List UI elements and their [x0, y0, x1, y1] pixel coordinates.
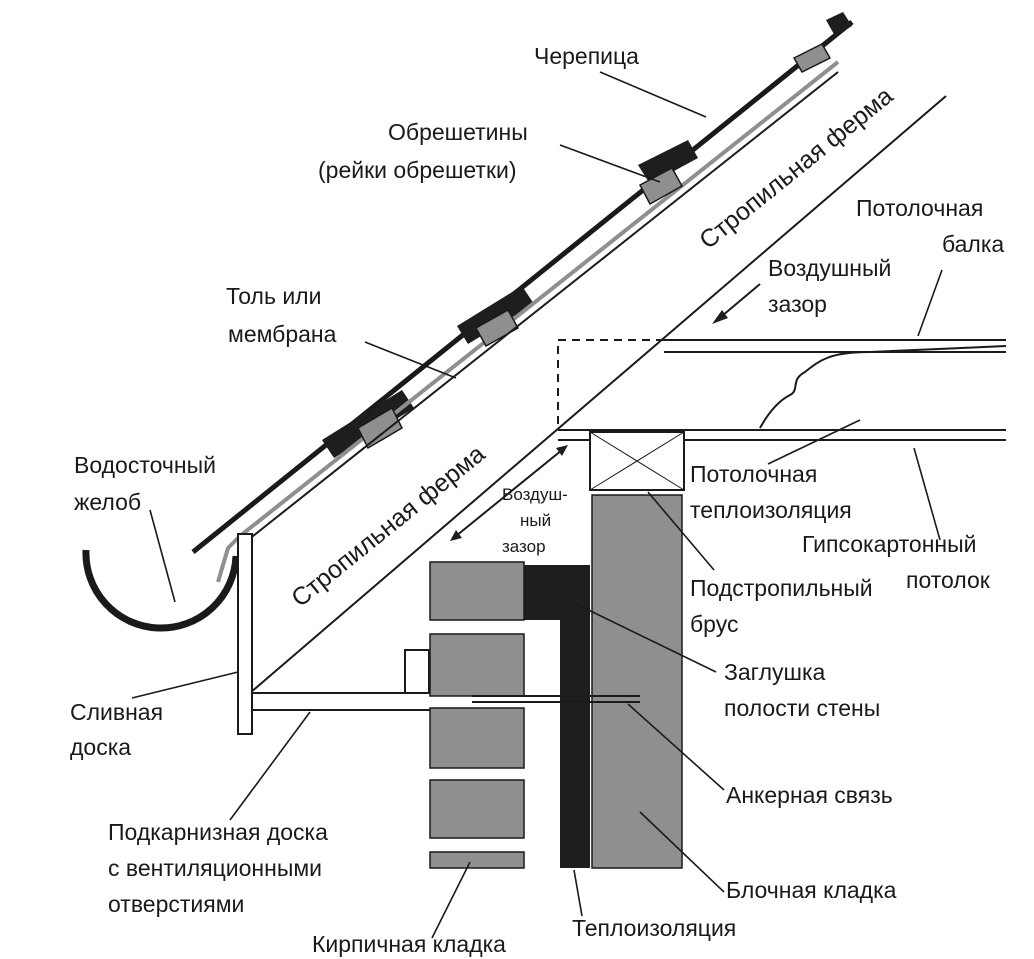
label-slivnaya-line1: Сливная — [70, 699, 163, 725]
label-zaglushka-line1: Заглушка — [724, 659, 826, 685]
brick-2 — [429, 633, 525, 697]
label-podstropilny-line1: Подстропильный — [690, 575, 873, 601]
wall-assembly — [429, 494, 683, 869]
wall-plate-x2 — [589, 431, 685, 491]
roof-tile-block-2 — [638, 140, 698, 184]
label-zaglushka-line2: полости стены — [724, 695, 880, 721]
brick-4 — [429, 779, 525, 839]
gutter-assembly — [82, 533, 430, 735]
label-tol-line2: мембрана — [228, 321, 337, 347]
leader-teploizolyatsiya — [573, 869, 583, 917]
rafter-top-line — [247, 71, 839, 541]
air-arrow-lower-head-1 — [556, 445, 568, 456]
air-arrow-lower-head-2 — [450, 530, 462, 541]
label-podkarniznaya-line3: отверстиями — [108, 891, 244, 917]
label-vozdushny-lower-line1: Воздуш- — [502, 485, 568, 504]
rafter-bottom-line — [249, 95, 947, 694]
leader-cherepitsa — [599, 71, 707, 118]
leader-tol — [364, 341, 457, 379]
batten-2 — [638, 166, 684, 206]
cavity-closer — [524, 565, 590, 620]
leader-blochnaya — [639, 811, 725, 893]
roof-tile-block-1 — [826, 12, 852, 36]
air-arrow-upper — [721, 283, 761, 317]
label-potolochnaya-balka-line2: балка — [942, 231, 1004, 257]
leader-lines — [131, 71, 943, 939]
leader-obreshetiny — [559, 144, 661, 183]
label-podstropilny-line2: брус — [690, 611, 738, 637]
ceiling-insulation-curve — [759, 345, 1007, 429]
label-slivnaya-line2: доска — [70, 734, 131, 760]
ceiling-assembly — [557, 339, 1007, 491]
brick-3 — [429, 707, 525, 769]
label-cherepitsa: Черепица — [534, 43, 639, 69]
block-masonry — [591, 494, 683, 869]
leader-potolochnaya-balka — [917, 269, 943, 337]
leader-podstropilny — [647, 491, 715, 571]
label-tol-line1: Толь или — [226, 283, 321, 309]
leader-zaglushka — [571, 601, 717, 673]
air-arrow-upper-head — [712, 310, 728, 324]
label-potolochnaya-balka-line1: Потолочная — [856, 195, 983, 221]
label-potolochnaya-teplo-line2: теплоизоляция — [690, 497, 852, 523]
label-podkarniznaya-line1: Подкарнизная доска — [108, 819, 328, 845]
label-blochnaya: Блочная кладка — [726, 877, 897, 903]
membrane-tail — [216, 534, 242, 583]
label-obreshetiny-line1: Обрешетины — [388, 119, 528, 145]
air-arrow-lower — [455, 449, 563, 537]
batten-3 — [474, 308, 520, 348]
label-podkarniznaya-line2: с вентиляционными — [108, 855, 322, 881]
label-vodostochny-line2: желоб — [74, 489, 141, 515]
label-stropilnaya-upper: Стропильная ферма — [694, 82, 898, 255]
fascia-board — [237, 533, 253, 735]
label-vozdushny-lower-line3: зазор — [502, 537, 546, 556]
leader-gipsokarton — [913, 447, 941, 541]
brick-5 — [429, 851, 525, 869]
label-obreshetiny-line2: (рейки обрешетки) — [318, 157, 517, 183]
leader-potolochnaya-teplo — [767, 419, 861, 465]
brick-1 — [429, 561, 525, 621]
soffit-bracket — [404, 649, 430, 694]
leader-vodostochny — [149, 509, 176, 603]
label-gipsokarton-line1: Гипсокартонный — [802, 531, 977, 557]
batten-1 — [792, 43, 832, 73]
batten-4 — [357, 406, 403, 450]
airflow-arrows — [450, 283, 761, 541]
label-vozdushny-upper-line1: Воздушный — [768, 255, 891, 281]
label-vodostochny-line1: Водосточный — [74, 452, 216, 478]
roof-membrane-line — [238, 60, 840, 538]
leader-ankernaya — [627, 703, 725, 791]
leader-podkarniznaya — [229, 711, 311, 821]
roof-assembly — [191, 12, 947, 694]
label-vozdushny-upper-line2: зазор — [768, 291, 827, 317]
leader-slivnaya — [131, 671, 239, 699]
text-labels: Черепица Обрешетины (рейки обрешетки) То… — [70, 43, 1004, 957]
label-teploizolyatsiya: Теплоизоляция — [572, 915, 736, 941]
label-vozdushny-lower-line2: ный — [520, 511, 551, 530]
label-potolochnaya-teplo-line1: Потолочная — [690, 461, 817, 487]
ceiling-dashed-outline — [557, 339, 664, 424]
label-gipsokarton-line2: потолок — [906, 567, 991, 593]
label-kirpichnaya: Кирпичная кладка — [312, 931, 506, 957]
label-ankernaya: Анкерная связь — [726, 782, 893, 808]
gutter-shape — [82, 549, 240, 632]
leader-kirpichnaya — [431, 861, 471, 939]
